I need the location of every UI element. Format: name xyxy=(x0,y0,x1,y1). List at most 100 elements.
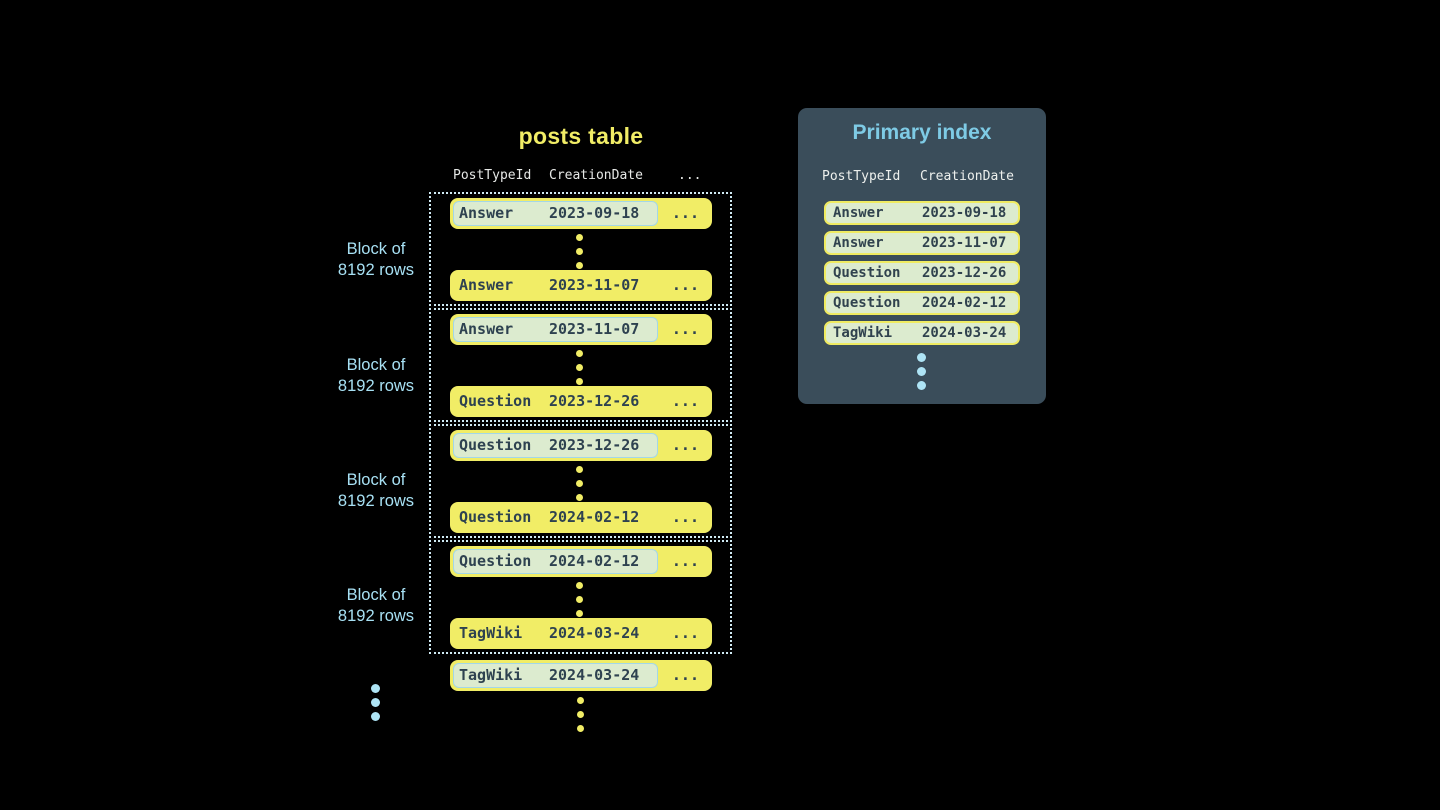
block-label-line1: Block of xyxy=(346,240,406,258)
index-row: Question 2024-02-12 xyxy=(824,291,1020,315)
cell-creationdate: 2023-11-07 xyxy=(549,276,640,294)
cell-ellipsis: ... xyxy=(671,436,699,454)
block-label-line2: 8192 rows xyxy=(337,492,415,510)
ellipsis-dots xyxy=(576,234,583,269)
block-label-3: Block of 8192 rows xyxy=(266,470,486,512)
dot xyxy=(917,353,926,362)
table-row: Answer 2023-11-07 ... xyxy=(450,270,712,301)
block-label-line2: 8192 rows xyxy=(337,377,415,395)
block-label-line1: Block of xyxy=(346,471,406,489)
table-row: Question 2023-12-26 ... xyxy=(450,386,712,417)
dot xyxy=(371,684,380,693)
cell-posttypeid: Answer xyxy=(459,276,514,294)
cell-posttypeid: Question xyxy=(833,295,901,311)
posts-header-ellipsis: ... xyxy=(678,168,702,183)
dot xyxy=(576,582,583,589)
posts-block-1: Answer 2023-09-18 ... Answer 2023-11-07 … xyxy=(429,192,732,306)
table-row: Question 2023-12-26 ... xyxy=(450,430,712,461)
cell-ellipsis: ... xyxy=(671,508,699,526)
index-row: Answer 2023-09-18 xyxy=(824,201,1020,225)
block-label-line2: 8192 rows xyxy=(337,607,415,625)
block-label-1: Block of 8192 rows xyxy=(266,239,486,281)
cell-ellipsis: ... xyxy=(671,392,699,410)
cell-creationdate: 2024-02-12 xyxy=(922,295,1007,311)
ellipsis-dots xyxy=(576,466,583,501)
cell-posttypeid: TagWiki xyxy=(459,624,523,642)
block-label-line1: Block of xyxy=(346,586,406,604)
ellipsis-dots xyxy=(577,697,584,732)
posts-header-posttypeid: PostTypeId xyxy=(453,168,532,183)
dot xyxy=(576,466,583,473)
cell-creationdate: 2023-12-26 xyxy=(549,392,640,410)
dot xyxy=(576,596,583,603)
primary-index-panel: Primary index PostTypeId CreationDate An… xyxy=(798,108,1046,404)
cell-posttypeid: Question xyxy=(459,436,532,454)
cell-creationdate: 2023-12-26 xyxy=(922,265,1007,281)
cell-ellipsis: ... xyxy=(671,276,699,294)
dot xyxy=(576,350,583,357)
cell-creationdate: 2024-03-24 xyxy=(549,666,640,684)
cell-creationdate: 2023-11-07 xyxy=(922,235,1007,251)
posts-block-4: Question 2024-02-12 ... TagWiki 2024-03-… xyxy=(429,540,732,654)
index-row: Question 2023-12-26 xyxy=(824,261,1020,285)
cell-creationdate: 2023-12-26 xyxy=(549,436,640,454)
cell-creationdate: 2024-02-12 xyxy=(549,508,640,526)
table-row: Question 2024-02-12 ... xyxy=(450,502,712,533)
cell-creationdate: 2023-11-07 xyxy=(549,320,640,338)
dot xyxy=(576,248,583,255)
block-label-line1: Block of xyxy=(346,356,406,374)
cell-posttypeid: Question xyxy=(459,552,532,570)
dot xyxy=(576,480,583,487)
dot xyxy=(576,378,583,385)
posts-block-2: Answer 2023-11-07 ... Question 2023-12-2… xyxy=(429,308,732,422)
cell-posttypeid: Answer xyxy=(459,320,514,338)
row-highlight xyxy=(453,549,658,574)
index-header-posttypeid: PostTypeId xyxy=(822,169,901,184)
table-row: TagWiki 2024-03-24 ... xyxy=(450,660,712,691)
dot xyxy=(576,262,583,269)
cell-ellipsis: ... xyxy=(671,204,699,222)
posts-table-title: posts table xyxy=(518,123,644,149)
dot xyxy=(371,698,380,707)
primary-index-title: Primary index xyxy=(852,121,992,144)
ellipsis-dots xyxy=(576,582,583,617)
cell-posttypeid: Question xyxy=(833,265,901,281)
table-row: Answer 2023-11-07 ... xyxy=(450,314,712,345)
table-row: Question 2024-02-12 ... xyxy=(450,546,712,577)
dot xyxy=(917,381,926,390)
cell-posttypeid: Answer xyxy=(459,204,514,222)
cell-creationdate: 2023-09-18 xyxy=(549,204,640,222)
cell-creationdate: 2023-09-18 xyxy=(922,205,1007,221)
cell-ellipsis: ... xyxy=(671,666,699,684)
cell-creationdate: 2024-03-24 xyxy=(922,325,1007,341)
row-highlight xyxy=(453,433,658,458)
table-row: TagWiki 2024-03-24 ... xyxy=(450,618,712,649)
cell-ellipsis: ... xyxy=(671,320,699,338)
cell-creationdate: 2024-02-12 xyxy=(549,552,640,570)
cell-creationdate: 2024-03-24 xyxy=(549,624,640,642)
dot xyxy=(577,711,584,718)
dot xyxy=(371,712,380,721)
dot xyxy=(917,367,926,376)
dot xyxy=(577,697,584,704)
posts-header-creationdate: CreationDate xyxy=(549,168,643,183)
cell-posttypeid: TagWiki xyxy=(833,325,893,341)
cell-ellipsis: ... xyxy=(671,624,699,642)
row-highlight xyxy=(453,317,658,342)
index-row: TagWiki 2024-03-24 xyxy=(824,321,1020,345)
table-row: Answer 2023-09-18 ... xyxy=(450,198,712,229)
dot xyxy=(576,364,583,371)
ellipsis-dots xyxy=(576,350,583,385)
cell-ellipsis: ... xyxy=(671,552,699,570)
cell-posttypeid: Question xyxy=(459,508,532,526)
cell-posttypeid: Answer xyxy=(833,205,884,221)
dot xyxy=(576,494,583,501)
block-label-2: Block of 8192 rows xyxy=(266,355,486,397)
index-row: Answer 2023-11-07 xyxy=(824,231,1020,255)
posts-block-3: Question 2023-12-26 ... Question 2024-02… xyxy=(429,424,732,538)
dot xyxy=(576,610,583,617)
ellipsis-dots xyxy=(371,684,380,721)
cell-posttypeid: Question xyxy=(459,392,532,410)
index-header-creationdate: CreationDate xyxy=(920,169,1014,184)
